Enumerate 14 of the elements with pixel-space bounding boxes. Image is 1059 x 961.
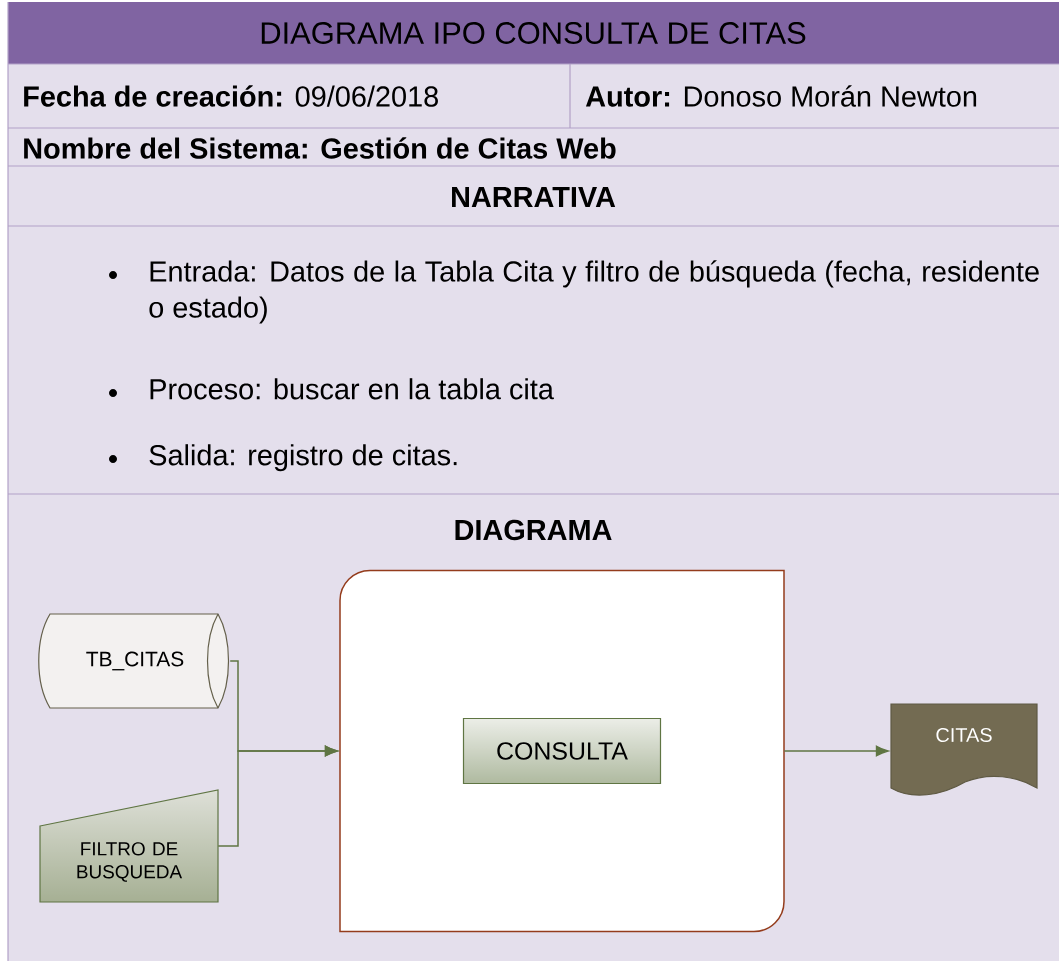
bullet-text: Salida: registro de citas.: [149, 444, 457, 472]
info-text: Autor: Donoso Morán Newton: [585, 85, 977, 107]
info-text: Fecha de creación: 09/06/2018: [24, 85, 438, 107]
bullet-text: Entrada: Datos de la Tabla Cita y filtro de búsqueda (fecha, residente o estado): [149, 260, 1039, 324]
section-heading: NARRATIVA: [452, 187, 616, 207]
arrow: [217, 745, 338, 847]
title-bar: DIAGRAMA IPO CONSULTA DE CITAS: [8, 2, 1059, 64]
process-frame: [339, 569, 785, 933]
arrow: [783, 745, 889, 757]
system-name-text: Nombre del Sistema: Gestión de Citas Web: [24, 137, 616, 159]
process-box: CONSULTA: [462, 717, 662, 785]
database-cylinder: TB_CITAS: [38, 613, 230, 709]
bullet-text: Proceso: buscar en la tabla cita: [150, 378, 554, 400]
section-heading: DIAGRAMA: [455, 519, 612, 541]
